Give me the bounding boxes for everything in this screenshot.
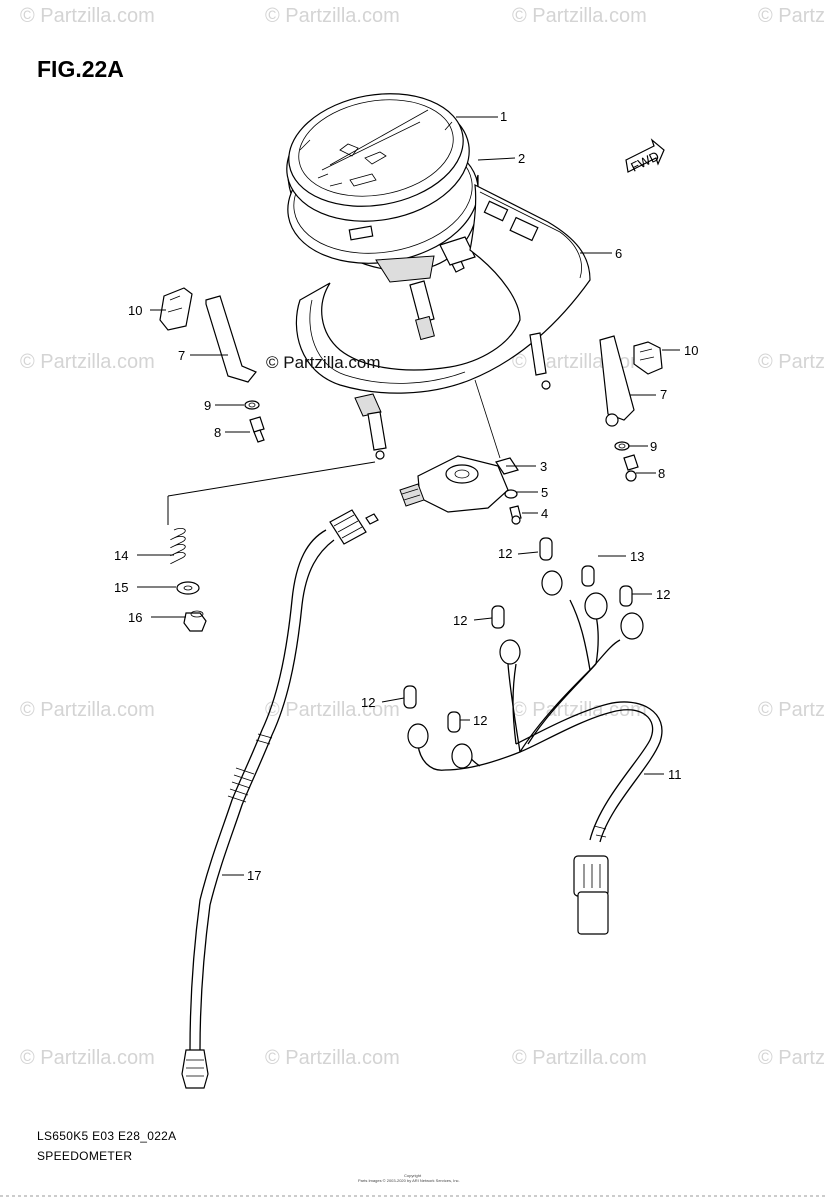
callout-2: 2 bbox=[518, 151, 525, 166]
leader-lines bbox=[137, 116, 680, 876]
callout-12: 12 bbox=[498, 546, 512, 561]
callout-8: 8 bbox=[658, 466, 665, 481]
model-code: LS650K5 E03 E28_022A bbox=[37, 1129, 176, 1143]
watermark: © Partz bbox=[758, 5, 825, 27]
callout-15: 15 bbox=[114, 580, 128, 595]
callout-12: 12 bbox=[473, 713, 487, 728]
callout-11: 11 bbox=[668, 767, 682, 782]
callout-12: 12 bbox=[453, 613, 467, 628]
callout-6: 6 bbox=[615, 246, 622, 261]
figure-caption: SPEEDOMETER bbox=[37, 1149, 132, 1163]
callout-9: 9 bbox=[204, 398, 211, 413]
callout-14: 14 bbox=[114, 548, 128, 563]
watermark: © Partzilla.com bbox=[20, 699, 155, 721]
callout-10: 10 bbox=[128, 303, 142, 318]
callout-12: 12 bbox=[656, 587, 670, 602]
center-watermark: © Partzilla.com bbox=[266, 353, 381, 372]
watermark: © Partz bbox=[758, 699, 825, 721]
meter-panel-bracket[interactable] bbox=[295, 183, 591, 460]
speedometer-gearbox[interactable] bbox=[399, 455, 522, 525]
fwd-label: FWD bbox=[628, 148, 661, 174]
watermark: © Partzilla.com bbox=[20, 1047, 155, 1069]
callout-13: 13 bbox=[630, 549, 644, 564]
figure-title: FIG.22A bbox=[37, 56, 124, 82]
speedometer-gauge[interactable] bbox=[277, 81, 488, 341]
wiring-harness[interactable] bbox=[403, 537, 663, 935]
callout-10: 10 bbox=[684, 343, 698, 358]
forward-arrow-icon: FWD bbox=[625, 138, 665, 175]
callout-1: 1 bbox=[500, 109, 507, 124]
callout-5: 5 bbox=[541, 485, 548, 500]
callout-8: 8 bbox=[214, 425, 221, 440]
watermark: © Partzilla.com bbox=[512, 1047, 647, 1069]
callout-3: 3 bbox=[540, 459, 547, 474]
callout-7: 7 bbox=[178, 348, 185, 363]
callout-17: 17 bbox=[247, 868, 261, 883]
watermark: © Partzilla.com bbox=[512, 351, 647, 373]
speedometer-cable[interactable] bbox=[181, 509, 379, 1089]
copyright-small: Parts Images © 2003-2020 by ARI Network … bbox=[358, 1178, 460, 1183]
right-mount-parts[interactable] bbox=[599, 335, 663, 482]
callout-9: 9 bbox=[650, 439, 657, 454]
callout-12: 12 bbox=[361, 695, 375, 710]
watermark: © Partzilla.com bbox=[20, 5, 155, 27]
watermark: © Partzilla.com bbox=[265, 5, 400, 27]
watermark: © Partzilla.com bbox=[265, 1047, 400, 1069]
callout-7: 7 bbox=[660, 387, 667, 402]
watermark: © Partzilla.com bbox=[20, 351, 155, 373]
copyright-line: Copyright bbox=[404, 1173, 422, 1178]
watermark: © Partzilla.com bbox=[512, 699, 647, 721]
watermark-layer: © Partzilla.com © Partzilla.com © Partzi… bbox=[20, 5, 825, 1069]
spring-washer-seal[interactable] bbox=[170, 527, 207, 632]
watermark: © Partzilla.com bbox=[265, 699, 400, 721]
watermark: © Partzilla.com bbox=[512, 5, 647, 27]
left-mount-parts[interactable] bbox=[159, 287, 265, 443]
callout-numbers: 1 2 6 10 7 9 8 10 7 9 8 3 5 4 14 15 16 1… bbox=[114, 109, 698, 883]
watermark: © Partz bbox=[758, 1047, 825, 1069]
callout-16: 16 bbox=[128, 610, 142, 625]
watermark: © Partz bbox=[758, 351, 825, 373]
callout-4: 4 bbox=[541, 506, 548, 521]
